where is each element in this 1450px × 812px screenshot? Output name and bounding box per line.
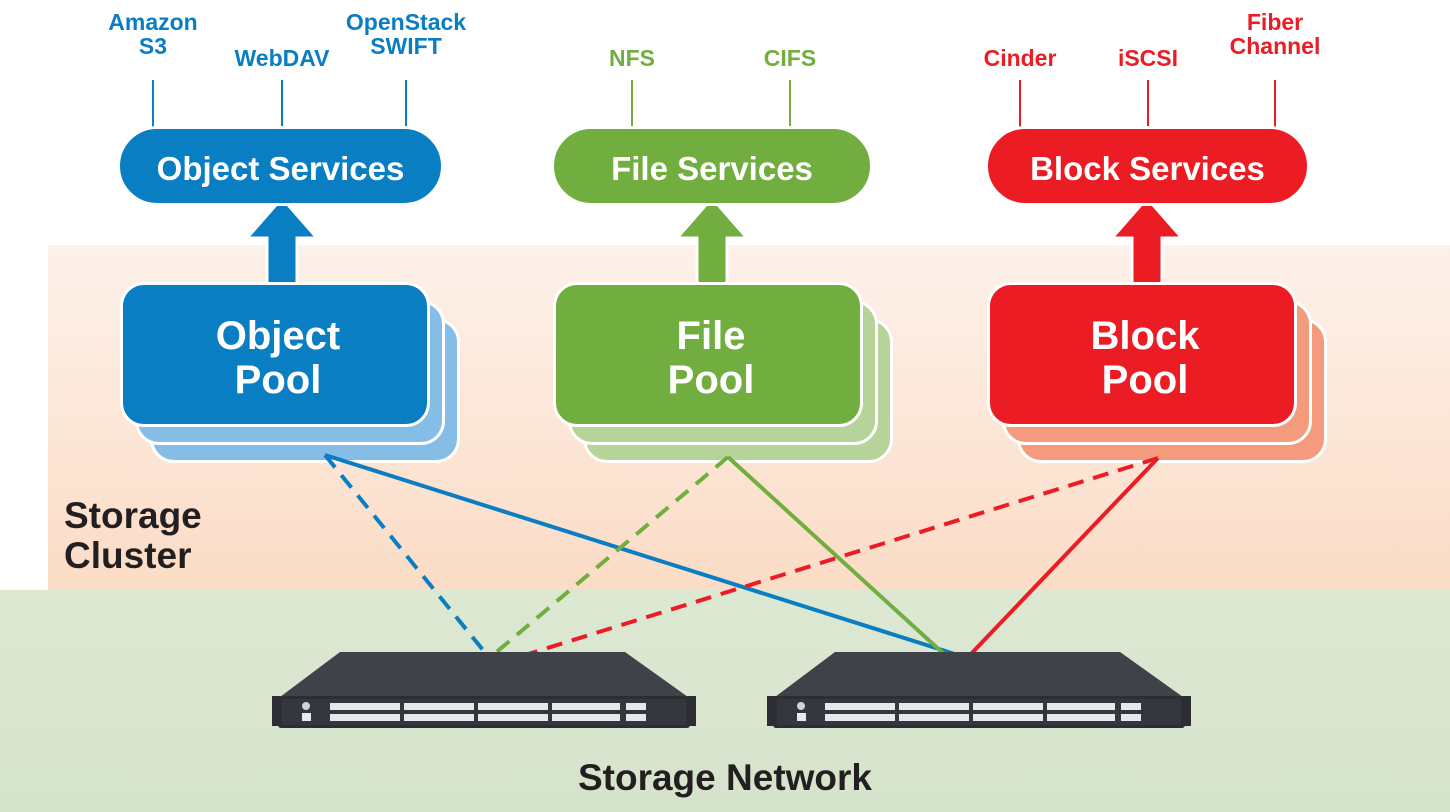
network-switch-icon <box>767 652 1191 728</box>
file-protocol-stems <box>631 80 791 128</box>
network-switch-icon <box>272 652 696 728</box>
file-pool-label: File Pool <box>667 313 755 402</box>
block-up-arrow <box>1108 195 1186 292</box>
object-link-switch2 <box>324 453 959 657</box>
protocol-fiber-channel: Fiber Channel <box>1229 9 1321 59</box>
file-pool-front-layer: File Pool <box>553 282 863 427</box>
protocol-nfs: NFS <box>609 45 655 71</box>
protocol-openstack-swift: OpenStack SWIFT <box>345 9 467 59</box>
object-pool-label: Object Pool <box>215 313 341 402</box>
file-link-switch1-dashed <box>491 455 730 657</box>
file-pool: File Pool <box>553 282 893 472</box>
file-up-arrow <box>673 195 751 292</box>
storage-cluster-label: Storage Cluster <box>64 495 202 576</box>
file-link-switch2 <box>726 455 947 657</box>
protocol-cinder: Cinder <box>983 45 1057 71</box>
block-protocol-stems <box>1019 80 1276 128</box>
protocol-webdav: WebDAV <box>234 45 330 71</box>
object-up-arrow <box>243 195 321 292</box>
block-services: Block Services <box>985 126 1310 206</box>
storage-network-zone <box>0 590 1450 812</box>
storage-network-label: Storage Network <box>577 757 872 798</box>
protocol-cifs: CIFS <box>763 45 817 71</box>
protocol-amazon-s3: Amazon S3 <box>108 9 198 59</box>
protocol-iscsi: iSCSI <box>1117 45 1179 71</box>
object-link-switch1-dashed <box>323 453 489 657</box>
block-link-switch2 <box>968 456 1160 657</box>
object-services: Object Services <box>117 126 444 206</box>
block-pool-label: Block Pool <box>1090 313 1200 402</box>
object-pool-front-layer: Object Pool <box>120 282 430 427</box>
object-pool: Object Pool <box>120 282 460 472</box>
file-services: File Services <box>551 126 873 206</box>
block-pool-front-layer: Block Pool <box>987 282 1297 427</box>
block-link-switch1-dashed <box>524 456 1159 657</box>
object-protocol-stems <box>152 80 407 128</box>
block-pool: Block Pool <box>987 282 1327 472</box>
